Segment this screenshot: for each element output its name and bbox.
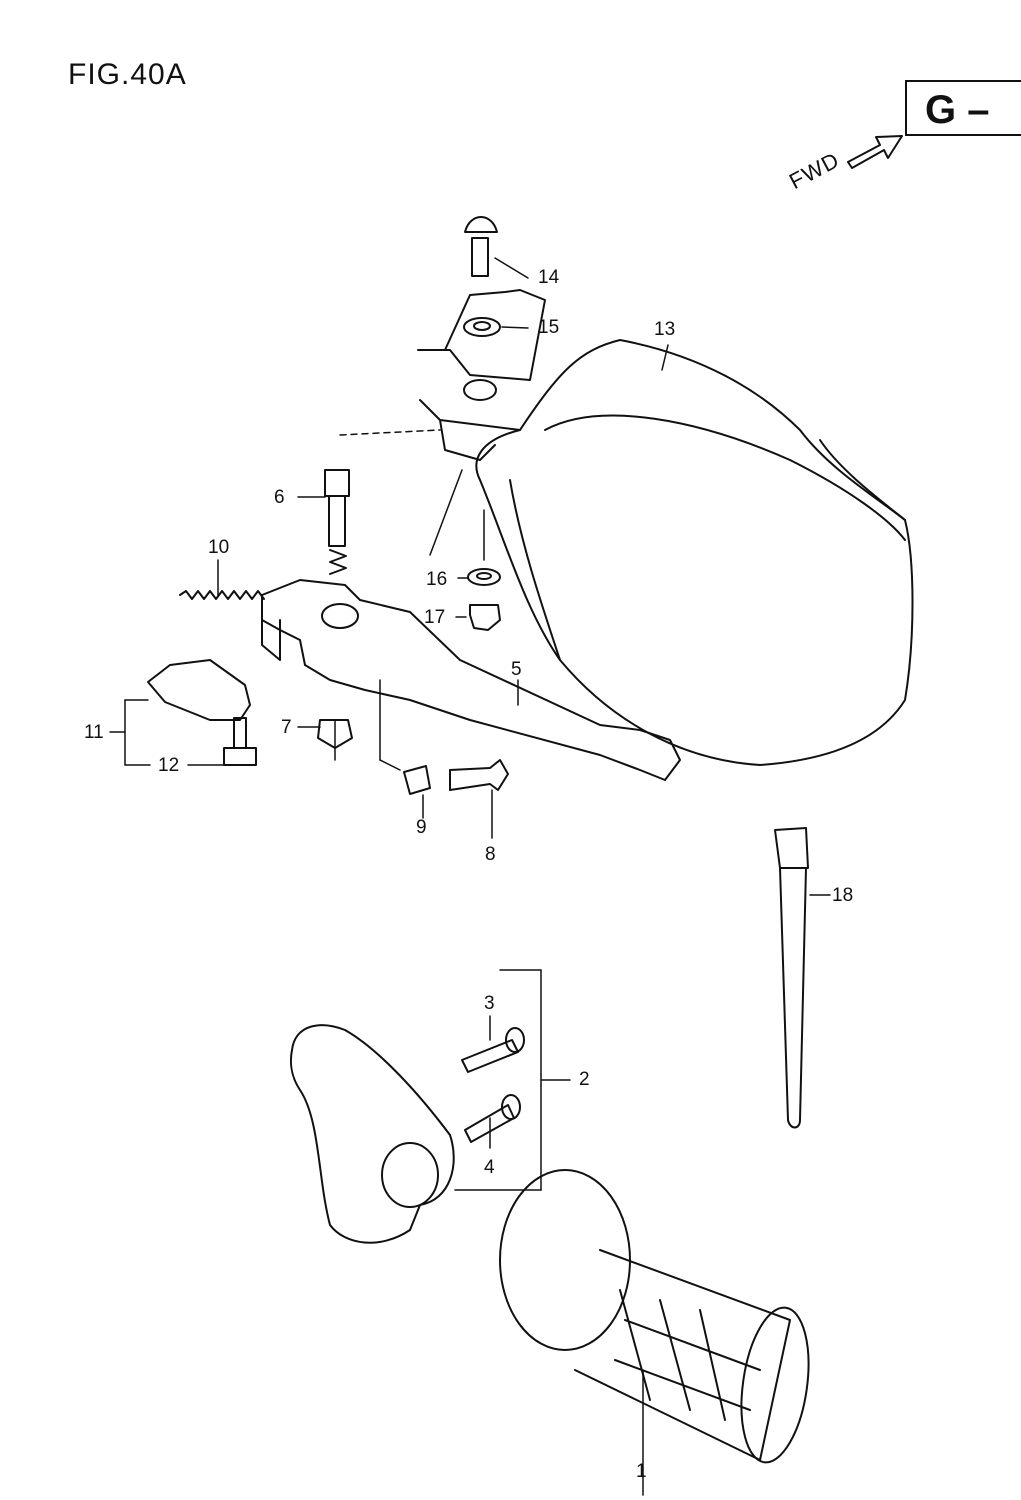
callout-3: 3 (484, 993, 495, 1014)
callout-13: 13 (654, 319, 676, 340)
washer-15 (464, 318, 500, 336)
forward-arrow-icon (848, 136, 902, 168)
screw-4 (465, 1095, 520, 1142)
cover-11 (148, 660, 250, 720)
callout-6: 6 (274, 487, 285, 508)
screw-12 (224, 718, 256, 765)
screw-3 (462, 1028, 524, 1072)
adjuster-8 (450, 760, 508, 790)
section-code-box: G – (905, 80, 1021, 136)
callout-8: 8 (485, 844, 496, 865)
figure-title: FIG.40A (68, 58, 187, 91)
callout-10: 10 (208, 537, 230, 558)
callout-15: 15 (538, 317, 560, 338)
grip-1 (500, 1170, 818, 1467)
callout-14: 14 (538, 267, 560, 288)
callout-1: 1 (636, 1461, 647, 1482)
washer-16 (468, 569, 500, 585)
pivot-bolt-6 (325, 470, 349, 574)
leader-lines (110, 258, 830, 1495)
callout-16: 16 (426, 569, 448, 590)
callout-5: 5 (511, 659, 522, 680)
nut-7 (318, 720, 352, 748)
spring-10 (180, 591, 264, 599)
hand-guard (476, 340, 912, 765)
callout-18: 18 (832, 885, 854, 906)
callout-4: 4 (484, 1157, 495, 1178)
collar-9 (404, 766, 430, 794)
throttle-housing-2 (291, 1025, 454, 1243)
guard-mount-bracket (418, 290, 545, 460)
clutch-lever-5 (262, 580, 680, 780)
callout-11: 11 (84, 722, 104, 743)
callout-9: 9 (416, 817, 427, 838)
cable-tie-18 (775, 828, 808, 1128)
callout-12: 12 (158, 755, 180, 776)
callout-2: 2 (579, 1069, 590, 1090)
callout-7: 7 (281, 717, 292, 738)
bolt-14 (465, 217, 497, 276)
callout-17: 17 (424, 607, 446, 628)
nut-17 (470, 605, 500, 630)
